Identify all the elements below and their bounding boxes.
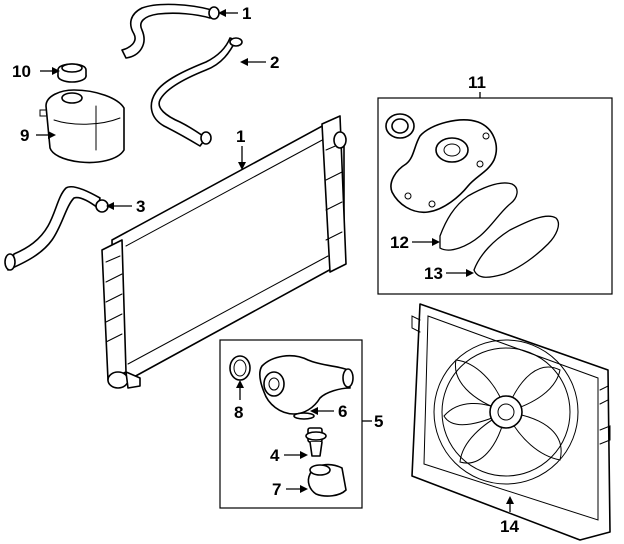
hose-2 <box>150 37 243 147</box>
gasket-12 <box>439 182 518 251</box>
leader-lines <box>36 9 514 512</box>
callout-12: 12 <box>390 233 409 252</box>
coolant-reservoir <box>39 89 125 164</box>
housing-7 <box>307 463 347 497</box>
callout-8: 8 <box>234 403 243 422</box>
callout-4: 4 <box>270 446 280 465</box>
callout-10: 10 <box>12 62 31 81</box>
radiator <box>101 115 347 389</box>
water-pump <box>385 113 498 214</box>
callout-14: 14 <box>500 517 519 536</box>
callout-5: 5 <box>374 412 383 431</box>
reservoir-cap <box>57 63 87 83</box>
hose-3 <box>4 185 109 271</box>
gasket-13 <box>473 215 560 278</box>
callout-2: 2 <box>270 53 279 72</box>
upper-hose <box>121 3 220 59</box>
thermostat-group-box <box>219 339 363 509</box>
thermostat-housing <box>259 354 354 415</box>
callout-7: 7 <box>272 480 281 499</box>
fan-shroud <box>411 303 611 541</box>
callout-13: 13 <box>424 264 443 283</box>
callout-1-top: 1 <box>242 4 251 23</box>
seal-6 <box>293 412 315 420</box>
callout-3: 3 <box>136 197 145 216</box>
callout-9: 9 <box>20 126 29 145</box>
callout-1-radiator: 1 <box>236 127 245 146</box>
callout-11: 11 <box>468 73 486 92</box>
thermostat-4 <box>305 427 327 457</box>
o-ring-8 <box>229 355 251 381</box>
water-pump-group-box <box>377 97 613 295</box>
callout-6: 6 <box>338 402 347 421</box>
